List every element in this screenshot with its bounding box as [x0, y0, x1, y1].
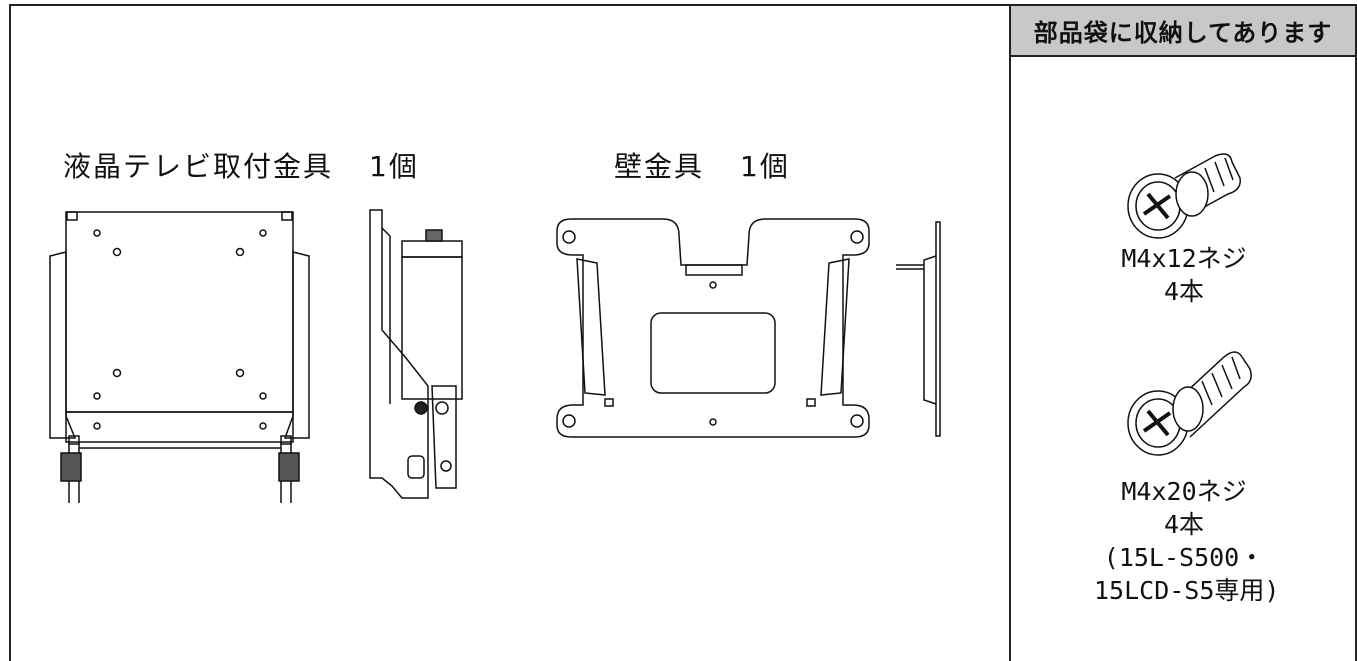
long-screw-note-1: (15L-S500・ [1103, 543, 1265, 572]
tv-bracket-front-drawing [45, 208, 315, 508]
bagged-parts-header: 部品袋に収納してあります [1011, 6, 1355, 57]
short-screw-qty: 4本 [1163, 277, 1205, 306]
bagged-parts-panel: 部品袋に収納してあります [1009, 4, 1357, 661]
wall-bracket-count: 1個 [740, 150, 790, 183]
wall-bracket-front-drawing [553, 215, 873, 440]
long-screw-drawing [1120, 345, 1255, 460]
tv-bracket-label: 液晶テレビ取付金具 1個 [63, 145, 419, 185]
main-parts-panel [9, 4, 1009, 661]
short-screw-name: M4x12ネジ [1121, 244, 1247, 273]
tv-bracket-name: 液晶テレビ取付金具 [63, 150, 334, 183]
wall-bracket-side-drawing [894, 220, 944, 440]
short-screw-drawing [1120, 148, 1255, 243]
long-screw-name: M4x20ネジ [1121, 477, 1247, 506]
long-screw-note-2: 15LCD-S5専用) [1094, 576, 1280, 605]
tv-bracket-count: 1個 [369, 150, 419, 183]
short-screw-caption: M4x12ネジ 4本 [1094, 242, 1274, 308]
wall-bracket-label: 壁金具 1個 [614, 145, 790, 185]
wall-bracket-name: 壁金具 [614, 150, 705, 183]
long-screw-caption: M4x20ネジ 4本 (15L-S500・ 15LCD-S5専用) [1094, 475, 1280, 607]
long-screw-qty: 4本 [1163, 510, 1205, 539]
tv-bracket-side-drawing [366, 208, 466, 508]
